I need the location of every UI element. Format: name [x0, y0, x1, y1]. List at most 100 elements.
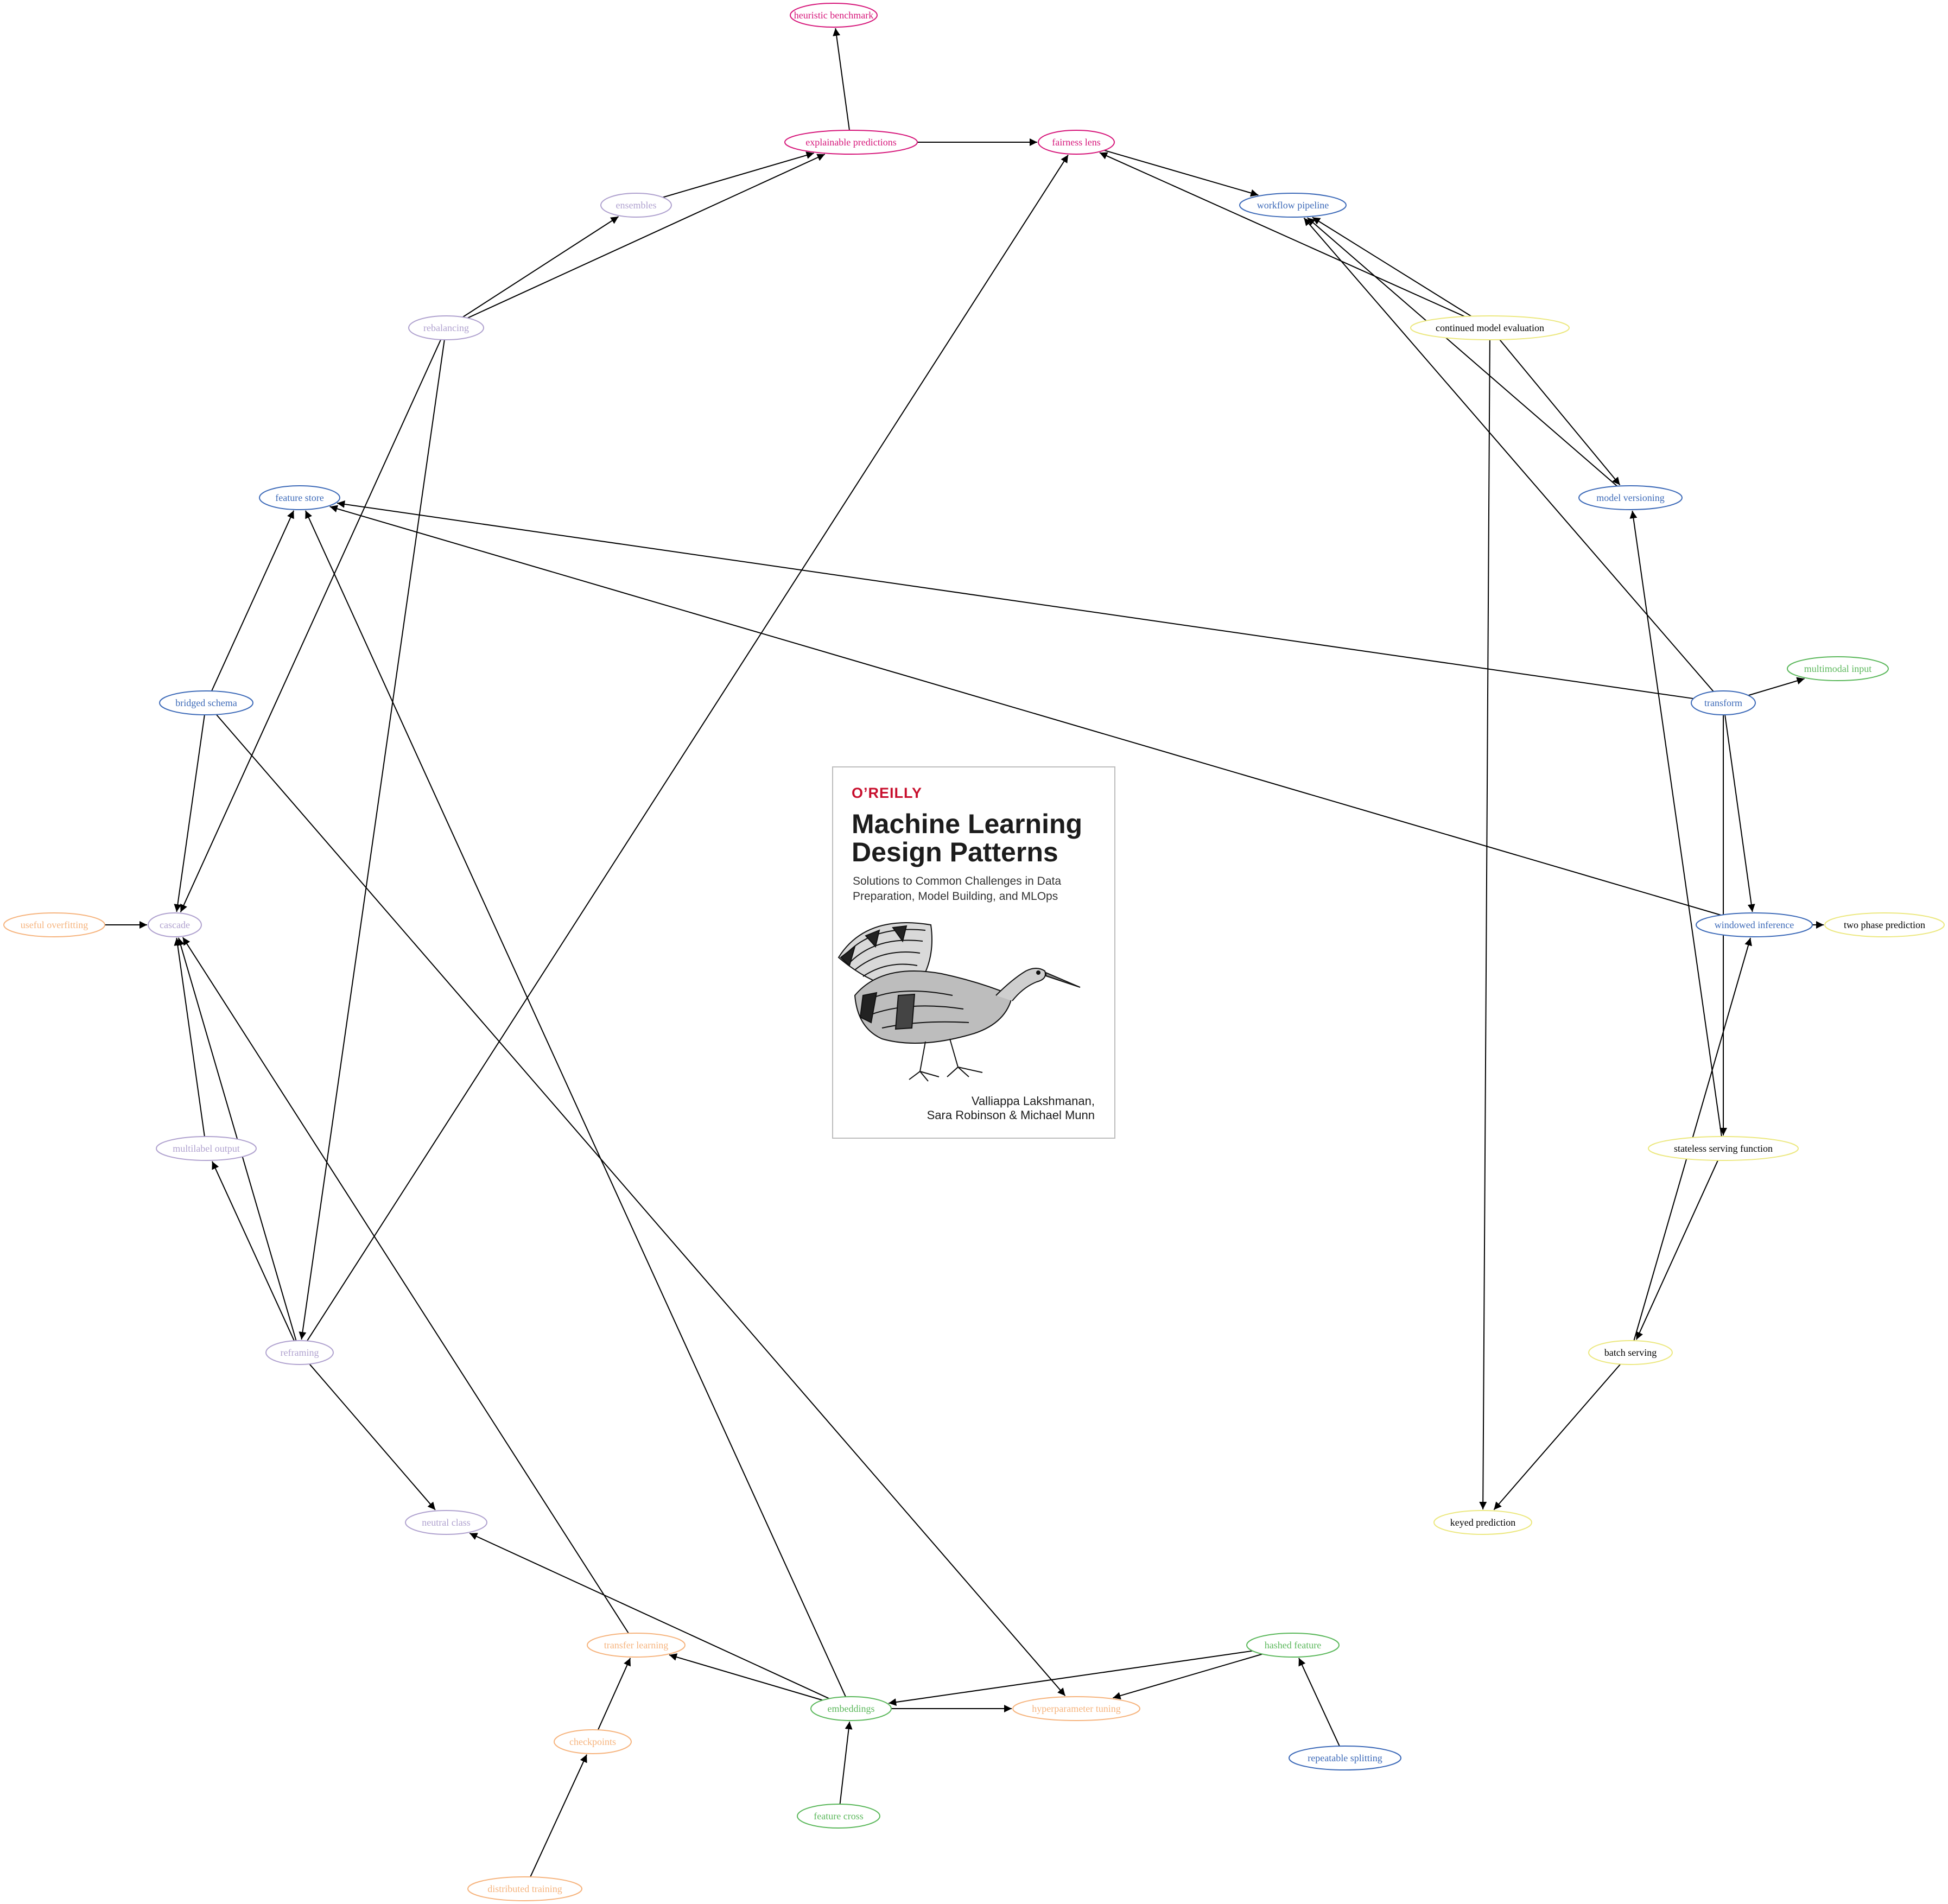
edge-reframing-to-fairness-lens — [306, 154, 1069, 1342]
node-ellipse — [1289, 1746, 1401, 1770]
edge-fairness-lens-to-workflow-pipeline — [1104, 149, 1259, 197]
node-label: useful overfitting — [21, 919, 88, 930]
node-label: transform — [1704, 697, 1742, 708]
node-label: checkpoints — [569, 1736, 616, 1747]
node-label: bridged schema — [175, 697, 237, 708]
node-ellipse — [1038, 130, 1115, 155]
node-label: multimodal input — [1804, 663, 1872, 674]
edge-bridged-schema-to-cascade — [174, 714, 205, 912]
node-ellipse — [1012, 1696, 1140, 1721]
node-label: workflow pipeline — [1257, 200, 1329, 211]
node-ellipse — [405, 1510, 487, 1535]
node-ellipse — [554, 1729, 632, 1754]
node-ellipse — [790, 3, 878, 28]
node-continued-model-evaluation: continued model evaluation — [1410, 315, 1570, 340]
authors-line-1: Valliappa Lakshmanan, — [971, 1094, 1095, 1108]
node-ensembles: ensembles — [600, 193, 672, 218]
node-label: cascade — [160, 919, 190, 930]
node-bridged-schema: bridged schema — [159, 690, 253, 715]
edge-transfer-learning-to-cascade — [182, 937, 629, 1634]
edge-rebalancing-to-reframing — [299, 339, 445, 1340]
edge-rebalancing-to-cascade — [180, 339, 442, 912]
node-embeddings: embeddings — [810, 1696, 892, 1721]
node-transfer-learning: transfer learning — [587, 1633, 686, 1658]
book-authors: Valliappa Lakshmanan, Sara Robinson & Mi… — [927, 1094, 1095, 1122]
node-ellipse — [467, 1876, 582, 1901]
node-ellipse — [159, 690, 253, 715]
edge-distributed-training-to-checkpoints — [530, 1754, 587, 1877]
node-feature-store: feature store — [259, 485, 340, 510]
edge-rebalancing-to-explainable-predictions — [467, 154, 826, 319]
node-reframing: reframing — [265, 1340, 334, 1365]
edge-checkpoints-to-transfer-learning — [597, 1658, 631, 1730]
edge-reframing-to-neutral-class — [309, 1363, 436, 1510]
node-label: neutral class — [422, 1517, 470, 1528]
node-ellipse — [587, 1633, 686, 1658]
node-label: explainable predictions — [805, 137, 896, 148]
node-multilabel-output: multilabel output — [156, 1136, 257, 1161]
node-stateless-serving-function: stateless serving function — [1648, 1136, 1799, 1161]
node-ellipse — [1433, 1510, 1532, 1535]
edge-transform-to-workflow-pipeline — [1303, 217, 1714, 692]
node-label: keyed prediction — [1450, 1517, 1515, 1528]
node-ellipse — [1648, 1136, 1799, 1161]
node-label: feature cross — [814, 1811, 863, 1822]
edge-embeddings-to-feature-store — [304, 510, 846, 1697]
node-label: continued model evaluation — [1436, 322, 1544, 333]
node-ellipse — [259, 485, 340, 510]
edge-continued-model-evaluation-to-fairness-lens — [1099, 152, 1465, 318]
edge-embeddings-to-neutral-class — [469, 1532, 830, 1699]
book-cover: O’REILLY Machine Learning Design Pattern… — [832, 766, 1115, 1139]
edge-ensembles-to-explainable-predictions — [662, 151, 814, 198]
node-multimodal-input: multimodal input — [1787, 656, 1889, 681]
book-title: Machine Learning Design Patterns — [852, 810, 1107, 866]
node-ellipse — [1824, 912, 1945, 937]
node-neutral-class: neutral class — [405, 1510, 487, 1535]
node-ellipse — [600, 193, 672, 218]
node-feature-cross: feature cross — [797, 1804, 880, 1829]
node-ellipse — [1588, 1340, 1673, 1365]
node-model-versioning: model versioning — [1578, 485, 1683, 510]
edge-multilabel-output-to-cascade — [174, 937, 205, 1137]
node-ellipse — [810, 1696, 892, 1721]
edge-hashed-feature-to-hyperparameter-tuning — [1113, 1653, 1263, 1700]
node-ellipse — [797, 1804, 880, 1829]
edge-continued-model-evaluation-to-model-versioning — [1499, 339, 1621, 486]
node-label: multilabel output — [173, 1143, 240, 1154]
node-windowed-inference: windowed inference — [1696, 912, 1813, 937]
node-hashed-feature: hashed feature — [1246, 1633, 1340, 1658]
book-subtitle-line-1: Solutions to Common Challenges in Data — [853, 875, 1062, 887]
node-ellipse — [784, 130, 918, 155]
edge-hashed-feature-to-embeddings — [889, 1650, 1253, 1706]
edge-explainable-predictions-to-heuristic-benchmark — [833, 28, 850, 131]
node-batch-serving: batch serving — [1588, 1340, 1673, 1365]
node-workflow-pipeline: workflow pipeline — [1239, 193, 1347, 218]
node-ellipse — [1696, 912, 1813, 937]
edge-stateless-serving-function-to-batch-serving — [1635, 1160, 1718, 1340]
node-label: hashed feature — [1265, 1640, 1321, 1651]
node-label: stateless serving function — [1674, 1143, 1773, 1154]
node-ellipse — [1787, 656, 1889, 681]
node-ellipse — [1578, 485, 1683, 510]
node-hyperparameter-tuning: hyperparameter tuning — [1012, 1696, 1140, 1721]
edge-bridged-schema-to-feature-store — [211, 510, 295, 691]
edge-stateless-serving-function-to-model-versioning — [1629, 510, 1722, 1137]
edge-continued-model-evaluation-to-keyed-prediction — [1479, 339, 1490, 1510]
book-title-line-2: Design Patterns — [852, 837, 1058, 867]
node-label: feature store — [275, 492, 323, 503]
authors-line-2: Sara Robinson & Michael Munn — [927, 1108, 1095, 1122]
node-explainable-predictions: explainable predictions — [784, 130, 918, 155]
node-fairness-lens: fairness lens — [1038, 130, 1115, 155]
node-ellipse — [1239, 193, 1347, 218]
edge-embeddings-to-transfer-learning — [669, 1653, 823, 1701]
node-label: ensembles — [616, 200, 657, 211]
edge-rebalancing-to-ensembles — [462, 216, 619, 318]
edge-model-versioning-to-workflow-pipeline — [1307, 217, 1618, 487]
node-label: rebalancing — [423, 322, 469, 333]
node-ellipse — [1691, 690, 1756, 715]
node-ellipse — [265, 1340, 334, 1365]
node-distributed-training: distributed training — [467, 1876, 582, 1901]
node-ellipse — [148, 912, 202, 937]
